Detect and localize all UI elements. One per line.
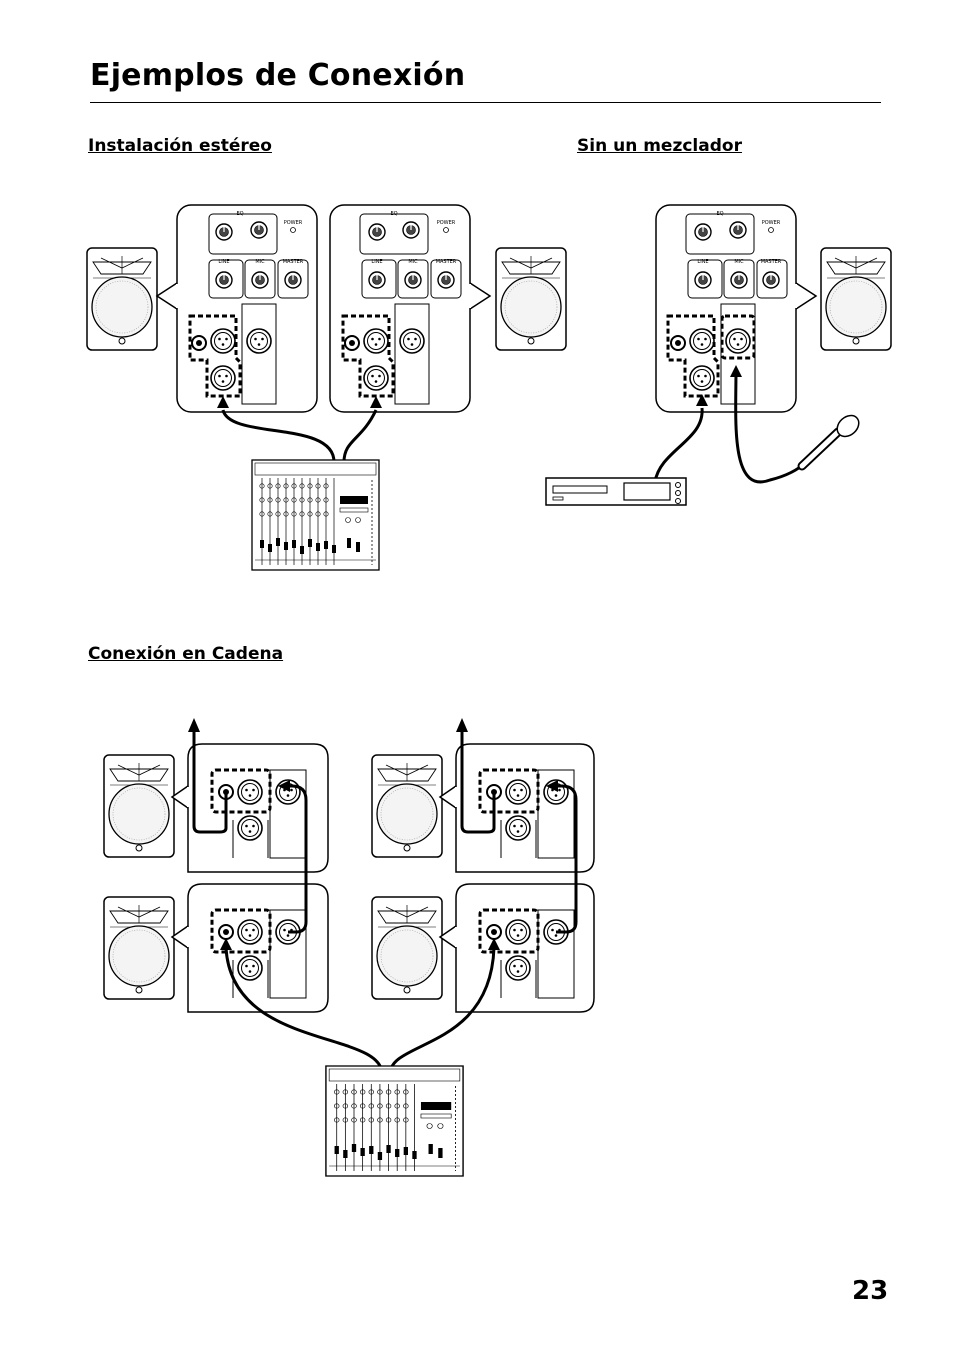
mixer-icon-chain xyxy=(325,1065,464,1177)
chain-speaker-bottom-right xyxy=(371,896,443,1000)
chain-speaker-top-right xyxy=(371,754,443,858)
cd-player-icon xyxy=(545,477,687,506)
line-label-3: LINE xyxy=(697,259,708,265)
eq-label-3: EQ xyxy=(716,211,723,217)
chain-panel-top-left xyxy=(170,743,329,873)
page-title: Ejemplos de Conexión xyxy=(90,58,466,93)
stereo-cables xyxy=(221,409,378,463)
master-label-2: MASTER xyxy=(436,259,457,265)
stereo-right-speaker xyxy=(495,247,567,351)
microphone-icon xyxy=(797,414,860,471)
stereo-panel-left: EQ POWER LINE MIC MASTER xyxy=(155,204,318,413)
power-label-2: POWER xyxy=(437,220,456,226)
mic-label-3: MIC xyxy=(734,259,744,265)
master-label-3: MASTER xyxy=(761,259,782,265)
power-label-3: POWER xyxy=(762,220,781,226)
mixer-icon xyxy=(251,459,380,571)
chain-panel-bottom-left xyxy=(170,883,329,1013)
chain-speaker-bottom-left xyxy=(103,896,175,1000)
stereo-left-speaker xyxy=(86,247,158,351)
title-rule xyxy=(90,102,881,103)
chain-panel-bottom-right xyxy=(438,883,595,1013)
page-number: 23 xyxy=(852,1276,889,1306)
chain-panel-top-right xyxy=(438,743,595,873)
eq-label: EQ xyxy=(236,211,243,217)
heading-chain: Conexión en Cadena xyxy=(88,644,284,664)
heading-no-mixer: Sin un mezclador xyxy=(577,136,742,156)
arrow-up-icon xyxy=(217,396,382,408)
arrow-up-icon xyxy=(188,718,558,950)
arrow-up-icon xyxy=(696,365,742,406)
no-mixer-cables xyxy=(653,369,808,484)
eq-label-2: EQ xyxy=(390,211,397,217)
mic-label-2: MIC xyxy=(408,259,418,265)
line-label-2: LINE xyxy=(371,259,382,265)
heading-stereo: Instalación estéreo xyxy=(88,136,272,156)
mic-label: MIC xyxy=(255,259,265,265)
chain-speaker-top-left xyxy=(103,754,175,858)
power-label: POWER xyxy=(284,220,303,226)
line-label: LINE xyxy=(218,259,229,265)
stereo-panel-right: EQ POWER LINE MIC MASTER xyxy=(329,204,492,413)
master-label: MASTER xyxy=(283,259,304,265)
no-mixer-speaker xyxy=(820,247,892,351)
chain-cables xyxy=(192,730,578,1075)
no-mixer-panel: EQ POWER LINE MIC MASTER xyxy=(655,204,818,413)
